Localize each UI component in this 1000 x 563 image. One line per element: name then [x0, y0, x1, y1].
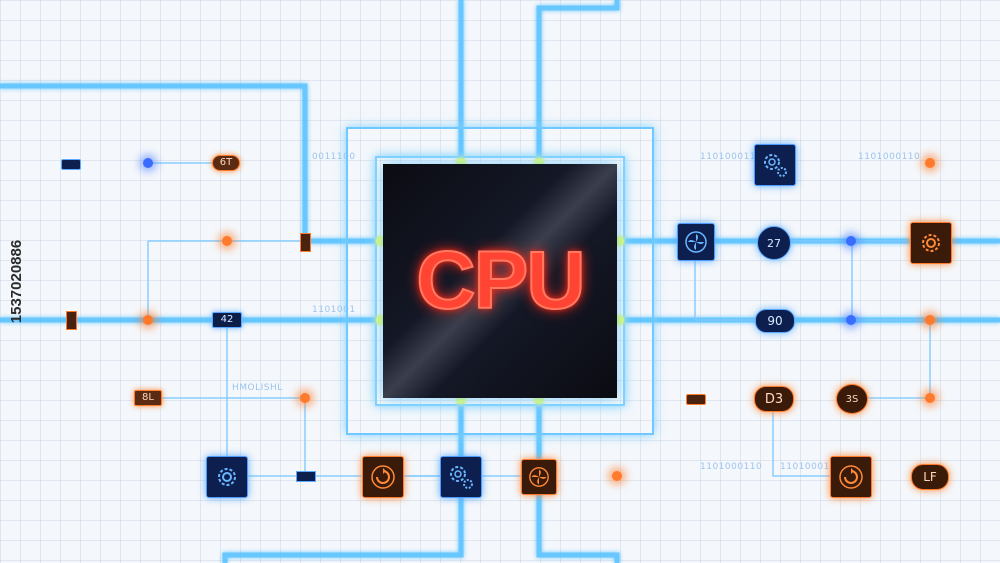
binary-text: 1101000110: [858, 152, 921, 162]
stock-id-watermark: 1537020886: [0, 0, 34, 563]
gear-box: [910, 222, 952, 264]
cpu-chip: CPU: [383, 164, 617, 398]
gears-box: [440, 456, 482, 498]
chip-pin: [534, 394, 544, 404]
node-dot: [925, 315, 935, 325]
fan-icon: [529, 467, 549, 487]
gear-box: [206, 456, 248, 498]
refresh-icon: [839, 465, 863, 489]
refresh-box: [830, 456, 872, 498]
stock-id-text: 1537020886: [8, 239, 26, 324]
binary-text: 1101001: [312, 305, 356, 315]
chip-pin: [456, 394, 466, 404]
binary-text: 1101000110: [780, 462, 843, 472]
chip-pin: [614, 236, 624, 246]
node-pill-90: 90: [755, 309, 795, 333]
node-circle-27: 27: [757, 226, 791, 260]
node-dot: [612, 471, 622, 481]
node-dot: [846, 236, 856, 246]
refresh-box: [362, 456, 404, 498]
node-dot: [222, 236, 232, 246]
node-dot: [143, 315, 153, 325]
refresh-icon: [371, 465, 395, 489]
fan-box: [521, 459, 557, 495]
gears-box: [754, 144, 796, 186]
gears-icon: [450, 466, 473, 489]
chip-inner-frame: [375, 156, 625, 406]
chip-pin: [376, 315, 386, 325]
node-circle-3s: 3S: [836, 384, 868, 414]
chip-outer-frame: [346, 127, 654, 435]
node-dot: [846, 315, 856, 325]
gear-icon: [922, 234, 940, 252]
cpu-label: CPU: [415, 234, 586, 327]
connector-block: [61, 159, 81, 170]
fan-box: [677, 223, 715, 261]
chip-pin: [534, 158, 544, 168]
connector-block: [296, 471, 316, 482]
connector-block: [300, 233, 311, 252]
fan-icon: [685, 231, 707, 253]
label-pill-8l: 8L: [134, 390, 162, 406]
binary-text: 0011100: [312, 152, 356, 162]
chip-pin: [456, 158, 466, 168]
gear-icon: [218, 468, 236, 486]
node-pill-lf: LF: [911, 464, 949, 490]
connector-block: [66, 311, 77, 330]
node-pill-d3: D3: [754, 386, 794, 412]
node-dot: [925, 393, 935, 403]
chip-pin: [376, 236, 386, 246]
gears-icon: [764, 154, 787, 177]
node-dot: [925, 158, 935, 168]
label-pill-6t: 6T: [212, 155, 240, 171]
binary-text: 1101000110: [700, 462, 763, 472]
node-dot: [143, 158, 153, 168]
binary-text: HMOLISHL: [232, 383, 283, 393]
label-pill-42: 42: [212, 312, 242, 328]
binary-text: 1101000110: [700, 152, 763, 162]
chip-pin: [614, 315, 624, 325]
node-dot: [300, 393, 310, 403]
connector-block: [686, 394, 706, 405]
